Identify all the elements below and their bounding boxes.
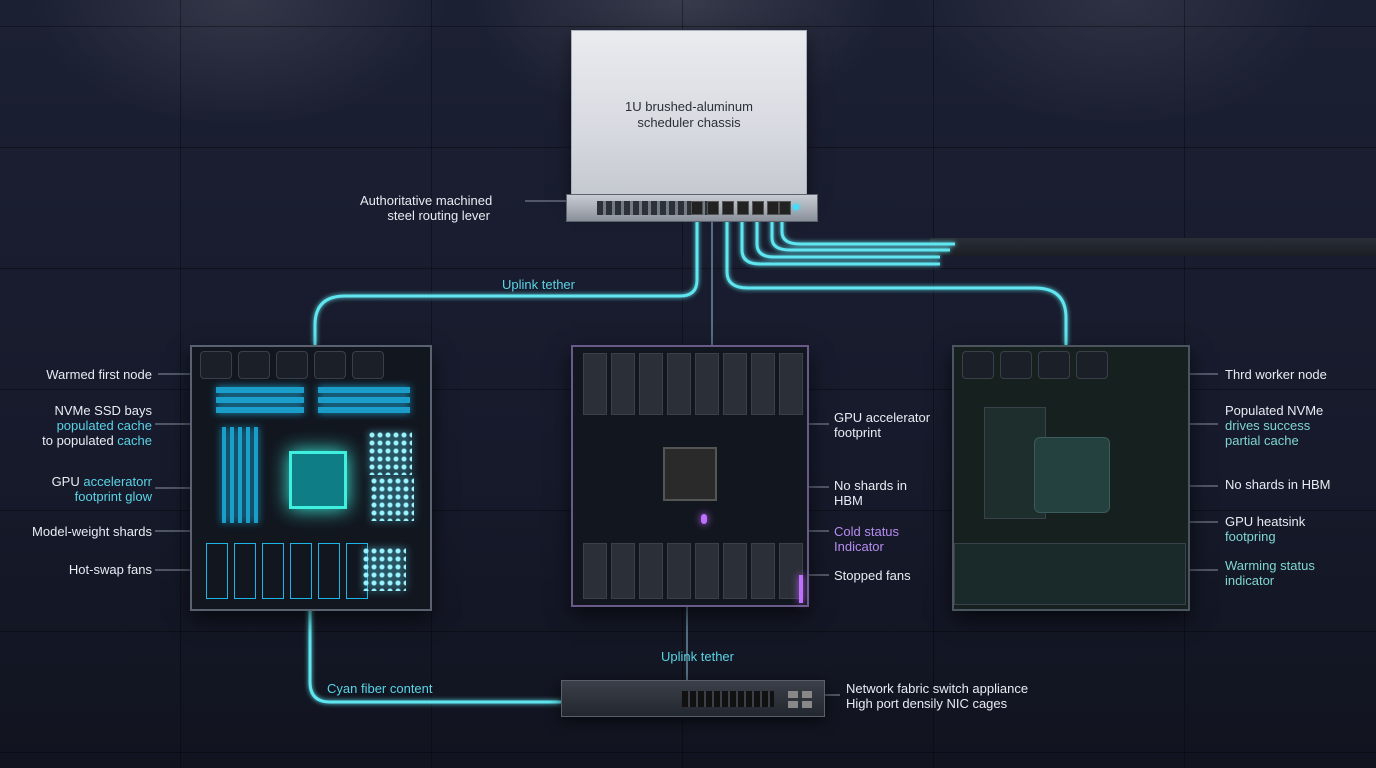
uplink-port [767,201,779,215]
node3-fan-row [962,351,1180,379]
gpu-heatsink-label: GPU heatsink footpring [1225,514,1306,544]
stopped-fans-label: Stopped fans [834,568,911,583]
uplink-left-fiber [313,218,699,345]
gpu-heatsink [1034,437,1110,513]
uplink-port [737,201,749,215]
stopped-fans [583,543,803,599]
bundle-fiber-2 [755,218,940,259]
gpu-accelerator-glow [289,451,347,509]
node2-no-shards-label: No shards in HBM [834,478,907,508]
scheduler-chassis: 1U brushed-aluminum scheduler chassis [571,30,807,198]
cyan-fiber-bottom [308,607,561,704]
cable-tray [930,238,1376,256]
hot-swap-fans-label: Hot-swap fans [68,562,152,577]
gpu-accelerator-footprint [663,447,717,501]
hot-swap-fans [206,543,368,599]
cold-glow-strip [799,575,803,603]
node3-no-shards-label: No shards in HBM [1225,477,1331,492]
warmed-first-node [190,345,432,611]
switch-ports [682,691,774,707]
nic-cage [802,691,812,698]
node3-nvme-label: Populated NVMe drives success partial ca… [1225,403,1324,448]
uplink-port [779,201,791,215]
uplink-tether-label-bottom: Uplink tether [661,649,734,664]
cold-second-node [571,345,809,607]
nvme-ssd-bays-label: NVMe SSD bays populated cache to populat… [42,403,152,448]
bundle-fiber-4 [780,218,955,246]
third-worker-node [952,345,1190,611]
cold-status-label: Cold status Indicator [834,524,900,554]
nic-cage [788,701,798,708]
model-weight-shards-label: Model-weight shards [32,524,152,539]
warmed-first-node-label: Warmed first node [46,367,152,382]
network-switch-label: Network fabric switch appliance High por… [846,681,1029,711]
uplink-right-fiber [725,218,1068,345]
gpu-accelerator-glow-label: GPU acceleratorr footprint glow [51,474,152,504]
network-fabric-switch [561,680,825,717]
uplink-port [707,201,719,215]
model-weight-shards [370,477,414,521]
warming-status-indicator [954,543,1186,605]
uplink-port [722,201,734,215]
uplink-tether-label-top: Uplink tether [502,277,575,292]
cyan-fiber-label: Cyan fiber content [327,681,433,696]
warming-status-label: Warming status indicator [1225,558,1315,588]
cold-status-indicator [701,514,707,524]
scheduler-faceplate [566,194,818,222]
uplink-port [752,201,764,215]
routing-lever-label: Authoritative machined steel routing lev… [360,193,493,223]
node2-gpu-label: GPU accelerator footprint [834,410,931,440]
model-weight-shards [368,431,412,475]
nic-cage [802,701,812,708]
bundle-fiber-3 [770,218,950,252]
nic-cage [788,691,798,698]
faceplate-vent [597,201,715,215]
uplink-port [691,201,703,215]
bundle-fiber-1 [740,218,940,266]
model-weight-shards [362,547,406,591]
status-led [793,204,799,210]
third-worker-node-label: Thrd worker node [1225,367,1327,382]
node1-fan-row [200,351,422,379]
scheduler-chassis-label: 1U brushed-aluminum scheduler chassis [625,99,753,130]
node2-top-bays [583,353,803,415]
